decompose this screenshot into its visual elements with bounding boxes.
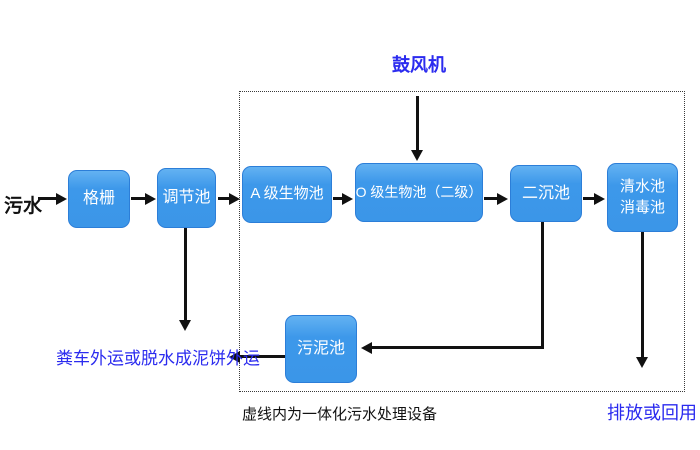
box-sludge-tank: 污泥池 bbox=[285, 315, 357, 383]
box-sludge-tank-label: 污泥池 bbox=[296, 340, 345, 358]
blower-label: 鼓风机 bbox=[392, 55, 446, 75]
box-a-bio-tank-label: A 级生物池 bbox=[250, 185, 324, 203]
boundary-caption: 虚线内为一体化污水处理设备 bbox=[242, 406, 438, 423]
box-secondary-sedimentation-label: 二沉池 bbox=[521, 184, 570, 202]
box-clear-water-label: 清水池 bbox=[619, 178, 665, 196]
box-grid-screen: 格栅 bbox=[68, 170, 130, 228]
discharge-reuse-label: 排放或回用 bbox=[607, 403, 697, 423]
box-a-bio-tank: A 级生物池 bbox=[242, 166, 332, 223]
sludge-haulage-label: 粪车外运或脱水成泥饼外运 bbox=[56, 349, 260, 368]
box-disinfection-label: 消毒池 bbox=[619, 198, 665, 216]
equipment-dashed-boundary bbox=[239, 91, 685, 392]
source-water-label: 污水 bbox=[4, 196, 43, 217]
box-regulating-tank: 调节池 bbox=[157, 168, 216, 228]
box-o-bio-tank: O 级生物池（二级） bbox=[355, 163, 483, 222]
box-grid-screen-label: 格栅 bbox=[82, 190, 115, 208]
box-o-bio-tank-label: O 级生物池（二级） bbox=[355, 184, 483, 201]
box-regulating-tank-label: 调节池 bbox=[162, 189, 211, 207]
box-secondary-sedimentation-tank: 二沉池 bbox=[510, 165, 582, 222]
box-clear-water-disinfection-tank: 清水池 消毒池 bbox=[607, 163, 678, 232]
